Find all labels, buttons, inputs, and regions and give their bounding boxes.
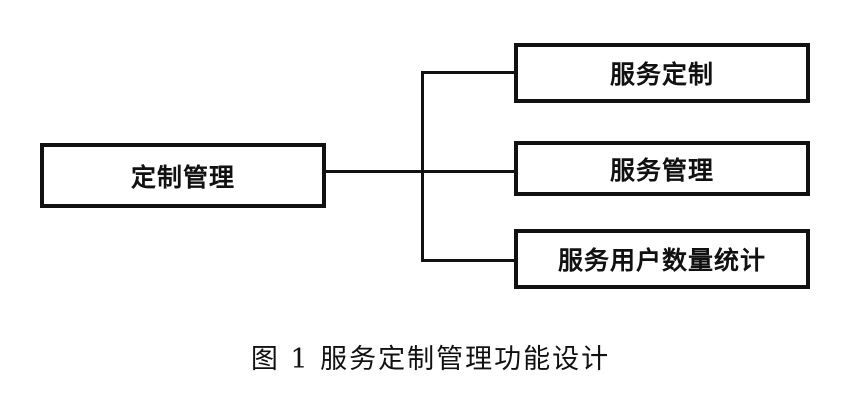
connector-to-child-1 [421,170,514,173]
child-node-service-management: 服务管理 [514,141,810,196]
root-node: 定制管理 [40,143,326,208]
child-node-label: 服务管理 [609,155,714,185]
figure-caption: 图 1 服务定制管理功能设计 [250,344,611,375]
connector-root-to-trunk [326,170,424,173]
connector-to-child-2 [421,259,514,262]
connector-vertical-trunk [421,71,424,261]
child-node-service-customization: 服务定制 [514,43,810,103]
connector-to-child-0 [421,71,514,74]
child-node-label: 服务定制 [609,60,714,89]
child-node-user-count-statistics: 服务用户数量统计 [514,229,810,289]
root-node-label: 定制管理 [130,162,235,192]
child-node-label: 服务用户数量统计 [557,246,766,275]
